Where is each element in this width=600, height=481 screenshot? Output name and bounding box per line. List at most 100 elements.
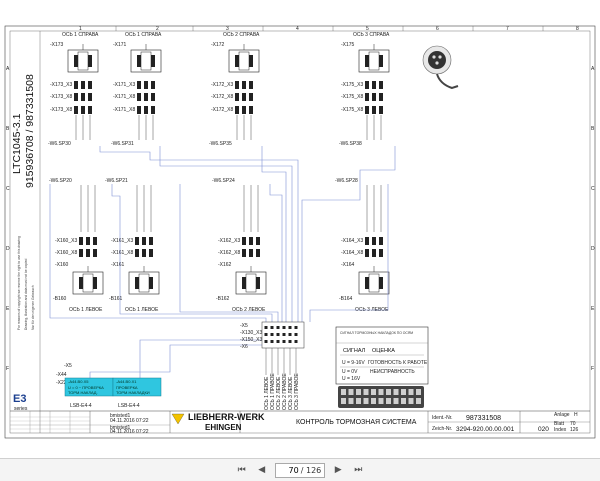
axle-x: -X175 xyxy=(341,42,355,48)
axle-plug: -W6.SP24 xyxy=(212,178,235,184)
column-number: 3 xyxy=(226,26,229,32)
test-block-1: -A44.B0.X5 U = 0 ~ ПРОВЕРКА ТОРМ.НАКЛАД.… xyxy=(64,377,114,409)
page-number-input[interactable] xyxy=(278,465,299,475)
ll-x44: -X44 xyxy=(56,372,67,378)
svg-text:-A44.B0.X1: -A44.B0.X1 xyxy=(116,379,137,384)
page-total: / 126 xyxy=(300,465,322,475)
row1-signal: U = 9-16V xyxy=(342,360,365,366)
row3-signal: U = 16V xyxy=(342,376,361,382)
row-letter: F xyxy=(6,366,9,372)
axle-x: -X173 xyxy=(50,42,64,48)
ll-x22: -X22 xyxy=(56,380,67,386)
axle-sensor: -B161 xyxy=(109,296,123,302)
svg-text:-A44.B0.X5: -A44.B0.X5 xyxy=(68,379,89,384)
last-page-icon[interactable]: ⏭ xyxy=(354,465,363,475)
column-number: 6 xyxy=(436,26,439,32)
prev-page-icon[interactable]: ◀ xyxy=(258,465,266,475)
sheet-label: Blatt xyxy=(554,421,565,427)
row-letter: B xyxy=(6,126,10,132)
axle-top-3: ОСЬ 2 СПРАВА-X172-X172_X3-X172_X8-X172_X… xyxy=(209,32,260,147)
row-letter: C xyxy=(591,186,595,192)
x150-label: -X150_X3 xyxy=(240,337,262,343)
liebherr-crane-icon xyxy=(171,413,185,425)
row2-rating: НЕИСПРАВНОСТЬ xyxy=(370,369,415,375)
svg-text:U = 0 ~ ПРОВЕРКА: U = 0 ~ ПРОВЕРКА xyxy=(68,385,104,390)
axle-k2: -X175_X8 xyxy=(341,94,363,100)
author2: bmisted1 xyxy=(110,425,131,431)
row-letter: E xyxy=(591,306,595,312)
axle-x: -X171 xyxy=(113,42,127,48)
axle-k2: -X160_X8 xyxy=(55,250,77,256)
author: bmisted1 xyxy=(110,413,131,419)
sheet-no: 70 xyxy=(570,421,576,427)
axle-k1: -X160_X3 xyxy=(55,238,77,244)
harness-connector-icon xyxy=(338,386,424,408)
signal-table: СИГНАЛ ТОРМОЗНЫХ НАКЛАДОК ПО ОСЯМ СИГНАЛ… xyxy=(335,326,429,385)
logo-line2: EHINGEN xyxy=(205,423,242,432)
column-number: 2 xyxy=(156,26,159,32)
axle-plug: -W6.SP31 xyxy=(111,141,134,147)
bus-label: ОСЬ 1 ПРАВОЕ xyxy=(270,373,276,410)
test-block-2: -A44.B0.X1 ПРОВЕРКА ТОРМ.НАКЛАДКИ LSB-E4… xyxy=(112,377,162,409)
axle-x: -X172 xyxy=(211,42,225,48)
axle-x: -X160 xyxy=(55,262,69,268)
axle-x: -X162 xyxy=(218,262,232,268)
zeich-label: Zeich-Nr. xyxy=(432,426,452,432)
page-indicator: / 126 xyxy=(274,462,326,478)
row2-signal: U = 0V xyxy=(342,369,358,375)
row-letter: E xyxy=(6,306,10,312)
axle-k1: -X175_X3 xyxy=(341,82,363,88)
x5-label: -X5 xyxy=(240,323,248,329)
left-note-1: For reasons of copyright we reserve the … xyxy=(17,236,21,330)
index-label: Index xyxy=(554,427,567,433)
axle-title: ОСЬ 1 ЛЕВОЕ xyxy=(125,307,159,313)
axle-top-2: ОСЬ 1 СПРАВА-X171-X171_X3-X171_X8-X171_X… xyxy=(111,32,162,147)
x130-label: -X130_X3 xyxy=(240,330,262,336)
zeich-suffix: 020 xyxy=(538,426,549,433)
svg-text:ТОРМ.НАКЛАДКИ: ТОРМ.НАКЛАДКИ xyxy=(116,390,150,395)
column-number: 7 xyxy=(506,26,509,32)
zeich-value: 3294-920.00.00.001 xyxy=(456,426,515,433)
axle-plug: -W6.SP20 xyxy=(49,178,72,184)
axle-k1: -X173_X3 xyxy=(50,82,72,88)
sheet-title: КОНТРОЛЬ ТОРМОЗНАЯ СИСТЕМА xyxy=(296,419,417,426)
wiring xyxy=(49,146,396,378)
axle-k2: -X172_X8 xyxy=(211,94,233,100)
axle-k1: -X172_X3 xyxy=(211,82,233,88)
e3-series: series xyxy=(14,406,28,412)
axle-plug: -W6.SP30 xyxy=(48,141,71,147)
row-letter: C xyxy=(6,186,10,192)
row-letter: A xyxy=(591,66,595,72)
viewer-toolbar: ⏮ ◀ / 126 ▶ ⏭ xyxy=(0,458,600,481)
bus-label: ОСЬ 1 ЛЕВОЕ xyxy=(264,376,270,410)
frame-outer xyxy=(4,25,596,439)
bus-label: ОСЬ 2 ЛЕВОЕ xyxy=(276,376,282,410)
sheet-total: 126 xyxy=(570,427,579,433)
row-letter: D xyxy=(6,246,10,252)
axle-k2: -X162_X8 xyxy=(218,250,240,256)
column-number: 4 xyxy=(296,26,299,32)
bus-label: ОСЬ 3 ПРАВОЕ xyxy=(294,373,300,410)
column-number: 8 xyxy=(576,26,579,32)
numbers-label: 915936708 / 987331508 xyxy=(24,74,36,188)
first-page-icon[interactable]: ⏮ xyxy=(237,465,246,475)
round-plug-icon xyxy=(422,45,459,90)
axle-plug: -W6.SP21 xyxy=(105,178,128,184)
axle-k3: -X172_X8 xyxy=(211,107,233,113)
row-letter: B xyxy=(591,126,595,132)
axle-sensor: -B162 xyxy=(216,296,230,302)
next-page-icon[interactable]: ▶ xyxy=(334,465,342,475)
axle-top-1: ОСЬ 1 СПРАВА-X173-X173_X3-X173_X8-X173_X… xyxy=(48,32,99,147)
axle-sensor: -B164 xyxy=(339,296,353,302)
column-number: 5 xyxy=(366,26,369,32)
row-letter: A xyxy=(6,66,10,72)
ident-label: Ident.-Nr. xyxy=(432,415,453,421)
col-signal: СИГНАЛ xyxy=(343,348,366,354)
frame-inner xyxy=(9,30,591,434)
